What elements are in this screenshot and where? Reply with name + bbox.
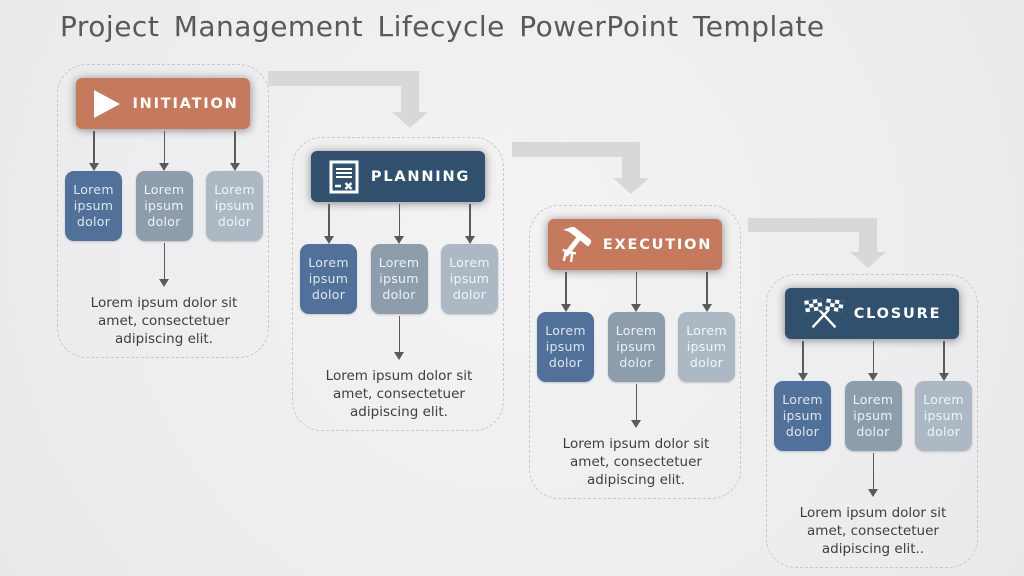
- hammer-nails-icon: [562, 226, 591, 262]
- lorem-box: Lorem ipsum dolor: [65, 171, 122, 241]
- stage-caption: Lorem ipsum dolor sit amet, consectetuer…: [90, 295, 238, 347]
- execution-banner: EXECUTION: [548, 219, 722, 270]
- connector-arrow-execution-to-closure: [748, 218, 886, 268]
- drop-arrow: [631, 272, 642, 312]
- lorem-box: Lorem ipsum dolor: [844, 381, 902, 451]
- lorem-box: Lorem ipsum dolor: [678, 312, 735, 382]
- drop-arrow: [394, 316, 405, 360]
- page-title: Project Management Lifecycle PowerPoint …: [60, 10, 825, 43]
- stage-execution: EXECUTION Lorem ipsum dolor Lorem ipsum …: [529, 205, 741, 499]
- drop-arrow: [229, 131, 240, 171]
- closure-banner: CLOSURE: [785, 288, 959, 339]
- drop-arrow: [464, 204, 475, 244]
- stage-planning: PLANNING Lorem ipsum dolor Lorem ipsum d…: [292, 137, 504, 431]
- stage-caption: Lorem ipsum dolor sit amet, consectetuer…: [799, 505, 947, 557]
- lorem-box: Lorem ipsum dolor: [607, 312, 665, 382]
- stage-caption: Lorem ipsum dolor sit amet, consectetuer…: [562, 436, 710, 488]
- drop-arrow: [938, 341, 949, 381]
- drop-arrow: [560, 272, 571, 312]
- stage-initiation: INITIATION Lorem ipsum dolor Lorem ipsum…: [57, 64, 269, 358]
- stage-caption: Lorem ipsum dolor sit amet, consectetuer…: [325, 368, 473, 420]
- lorem-box: Lorem ipsum dolor: [537, 312, 594, 382]
- lorem-box: Lorem ipsum dolor: [441, 244, 498, 314]
- document-icon: [329, 160, 359, 193]
- connector-arrow-planning-to-execution: [512, 142, 649, 194]
- drop-arrow: [323, 204, 334, 244]
- lorem-box: Lorem ipsum dolor: [135, 171, 193, 241]
- connector-arrow-initiation-to-planning: [268, 71, 428, 128]
- drop-arrow: [631, 384, 642, 428]
- lorem-box: Lorem ipsum dolor: [774, 381, 831, 451]
- initiation-banner: INITIATION: [76, 78, 250, 129]
- execution-banner-label: EXECUTION: [602, 236, 713, 253]
- drop-arrow: [868, 341, 879, 381]
- drop-arrow: [88, 131, 99, 171]
- planning-banner-label: PLANNING: [370, 168, 471, 185]
- drop-arrow: [797, 341, 808, 381]
- drop-arrow: [394, 204, 405, 244]
- lorem-box: Lorem ipsum dolor: [915, 381, 972, 451]
- planning-banner: PLANNING: [311, 151, 485, 202]
- drop-arrow: [159, 243, 170, 287]
- checkered-flags-icon: [803, 298, 844, 328]
- play-icon: [94, 89, 121, 118]
- stage-closure: CLOSURE Lorem ipsum dolor Lorem ipsum do…: [766, 274, 978, 568]
- closure-banner-label: CLOSURE: [853, 305, 942, 322]
- lorem-box: Lorem ipsum dolor: [300, 244, 357, 314]
- lorem-box: Lorem ipsum dolor: [206, 171, 263, 241]
- initiation-banner-label: INITIATION: [132, 95, 239, 112]
- drop-arrow: [701, 272, 712, 312]
- lorem-box: Lorem ipsum dolor: [370, 244, 428, 314]
- drop-arrow: [868, 453, 879, 497]
- drop-arrow: [159, 131, 170, 171]
